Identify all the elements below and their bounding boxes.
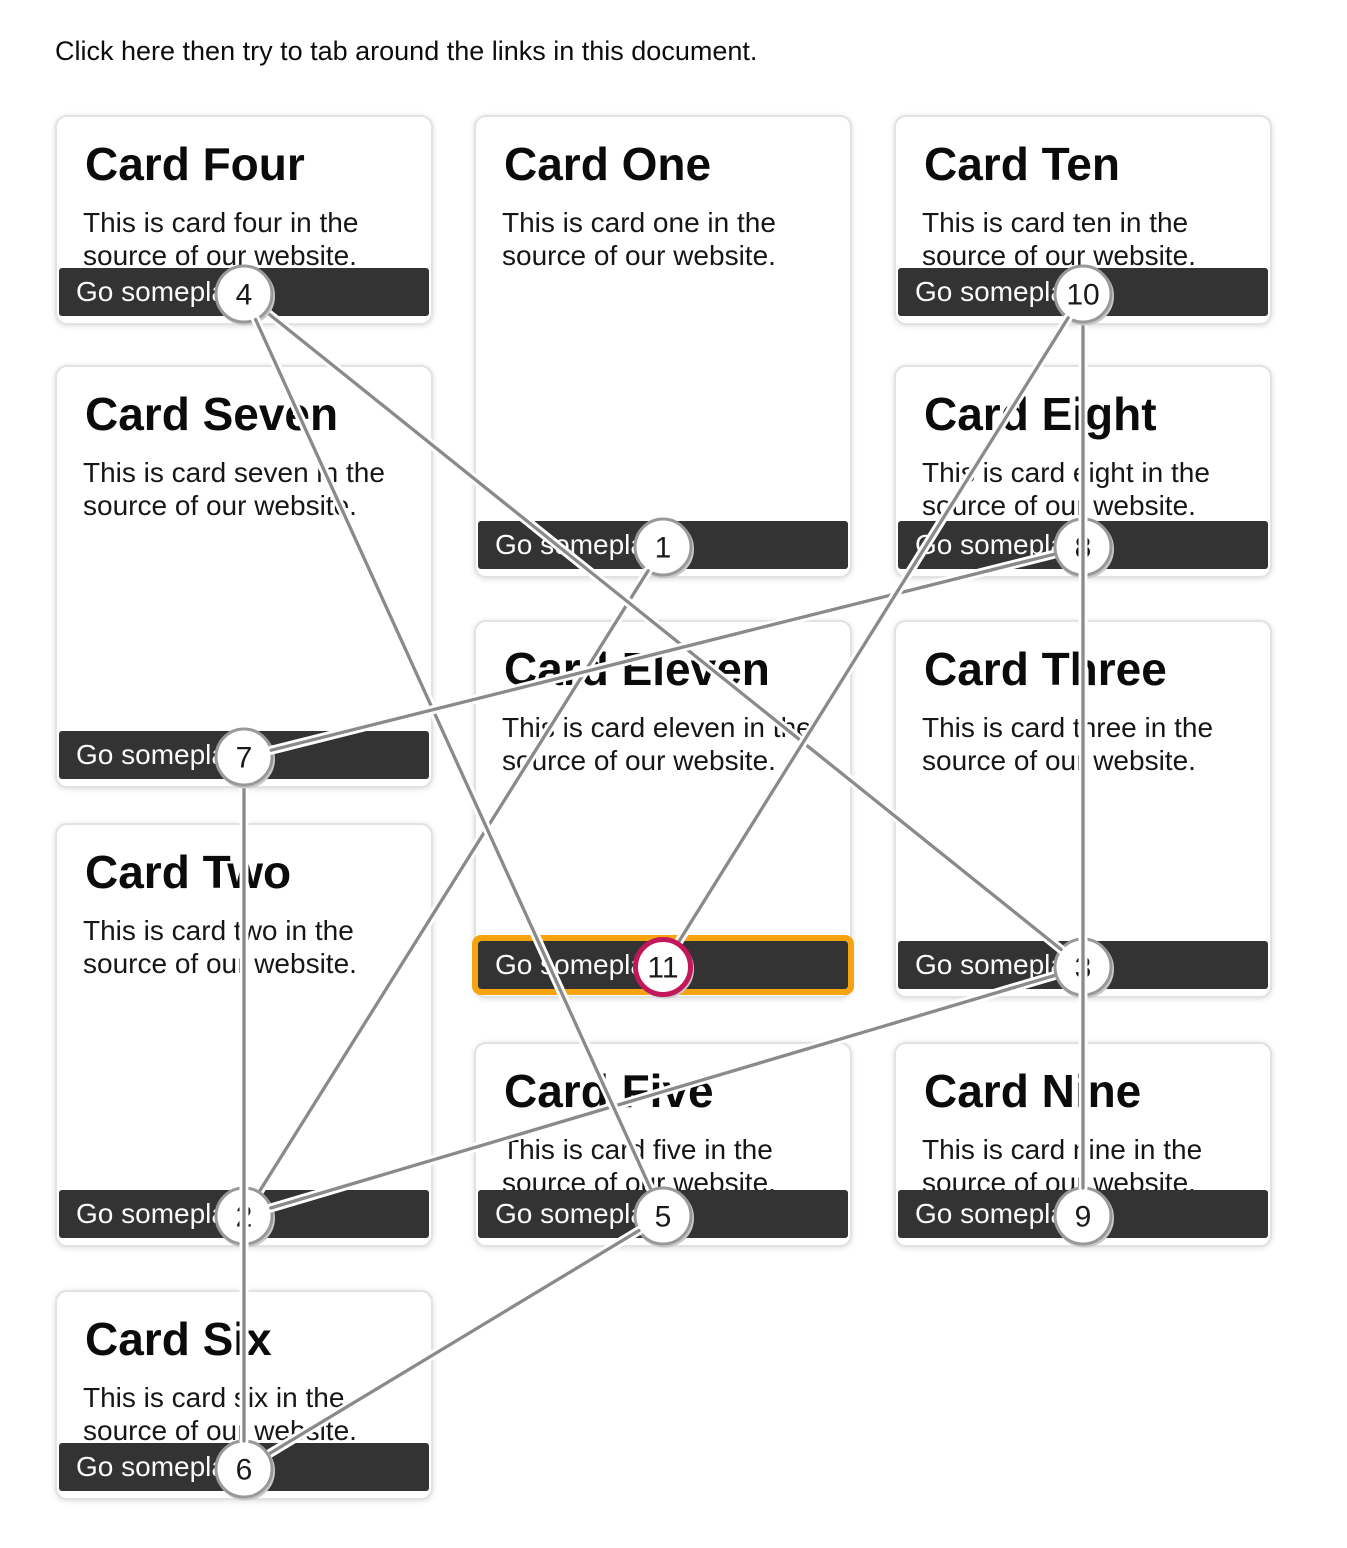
card-eleven-link-focused[interactable]: Go someplace	[472, 935, 854, 995]
card-one: Card One This is card one in the source …	[474, 115, 852, 578]
card-title: Card Two	[85, 846, 292, 898]
card-body-text: This is card eleven in the source of our…	[502, 712, 812, 777]
card-eight: Card Eight This is card eight in the sou…	[894, 365, 1272, 578]
card-eight-link[interactable]: Go someplace	[898, 521, 1268, 569]
card-two-link[interactable]: Go someplace	[59, 1190, 429, 1238]
card-body-text: This is card eight in the source of our …	[922, 457, 1210, 522]
card-body-text: This is card six in the source of our we…	[83, 1382, 357, 1447]
card-two: Card Two This is card two in the source …	[55, 823, 433, 1247]
card-six: Card Six This is card six in the source …	[55, 1290, 433, 1500]
instruction-text: Click here then try to tab around the li…	[55, 36, 758, 66]
card-ten: Card Ten This is card ten in the source …	[894, 115, 1272, 325]
card-seven-link[interactable]: Go someplace	[59, 731, 429, 779]
card-body-text: This is card seven in the source of our …	[83, 457, 385, 522]
card-title: Card Four	[85, 138, 305, 190]
card-title: Card One	[504, 138, 712, 190]
card-body-text: This is card two in the source of our we…	[83, 915, 357, 980]
card-six-link[interactable]: Go someplace	[59, 1443, 429, 1491]
card-three: Card Three This is card three in the sou…	[894, 620, 1272, 998]
card-title: Card Ten	[924, 138, 1120, 190]
card-body-text: This is card four in the source of our w…	[83, 207, 359, 272]
card-one-link[interactable]: Go someplace	[478, 521, 848, 569]
card-title: Card Eight	[924, 388, 1157, 440]
card-nine: Card Nine This is card nine in the sourc…	[894, 1042, 1272, 1247]
card-title: Card Three	[924, 643, 1167, 695]
card-five-link[interactable]: Go someplace	[478, 1190, 848, 1238]
card-four-link[interactable]: Go someplace	[59, 268, 429, 316]
card-eleven: Card Eleven This is card eleven in the s…	[472, 620, 854, 998]
card-title: Card Five	[504, 1065, 714, 1117]
card-nine-link[interactable]: Go someplace	[898, 1190, 1268, 1238]
card-title: Card Six	[85, 1313, 272, 1365]
card-ten-link[interactable]: Go someplace	[898, 268, 1268, 316]
card-title: Card Eleven	[504, 643, 770, 695]
card-body-text: This is card three in the source of our …	[922, 712, 1214, 777]
card-body-text: This is card ten in the source of our we…	[922, 207, 1196, 272]
card-four: Card Four This is card four in the sourc…	[55, 115, 433, 325]
card-title: Card Nine	[924, 1065, 1142, 1117]
card-three-link[interactable]: Go someplace	[898, 941, 1268, 989]
card-body-text: This is card one in the source of our we…	[502, 207, 776, 272]
card-five: Card Five This is card five in the sourc…	[474, 1042, 852, 1247]
card-title: Card Seven	[85, 388, 339, 440]
card-seven: Card Seven This is card seven in the sou…	[55, 365, 433, 788]
